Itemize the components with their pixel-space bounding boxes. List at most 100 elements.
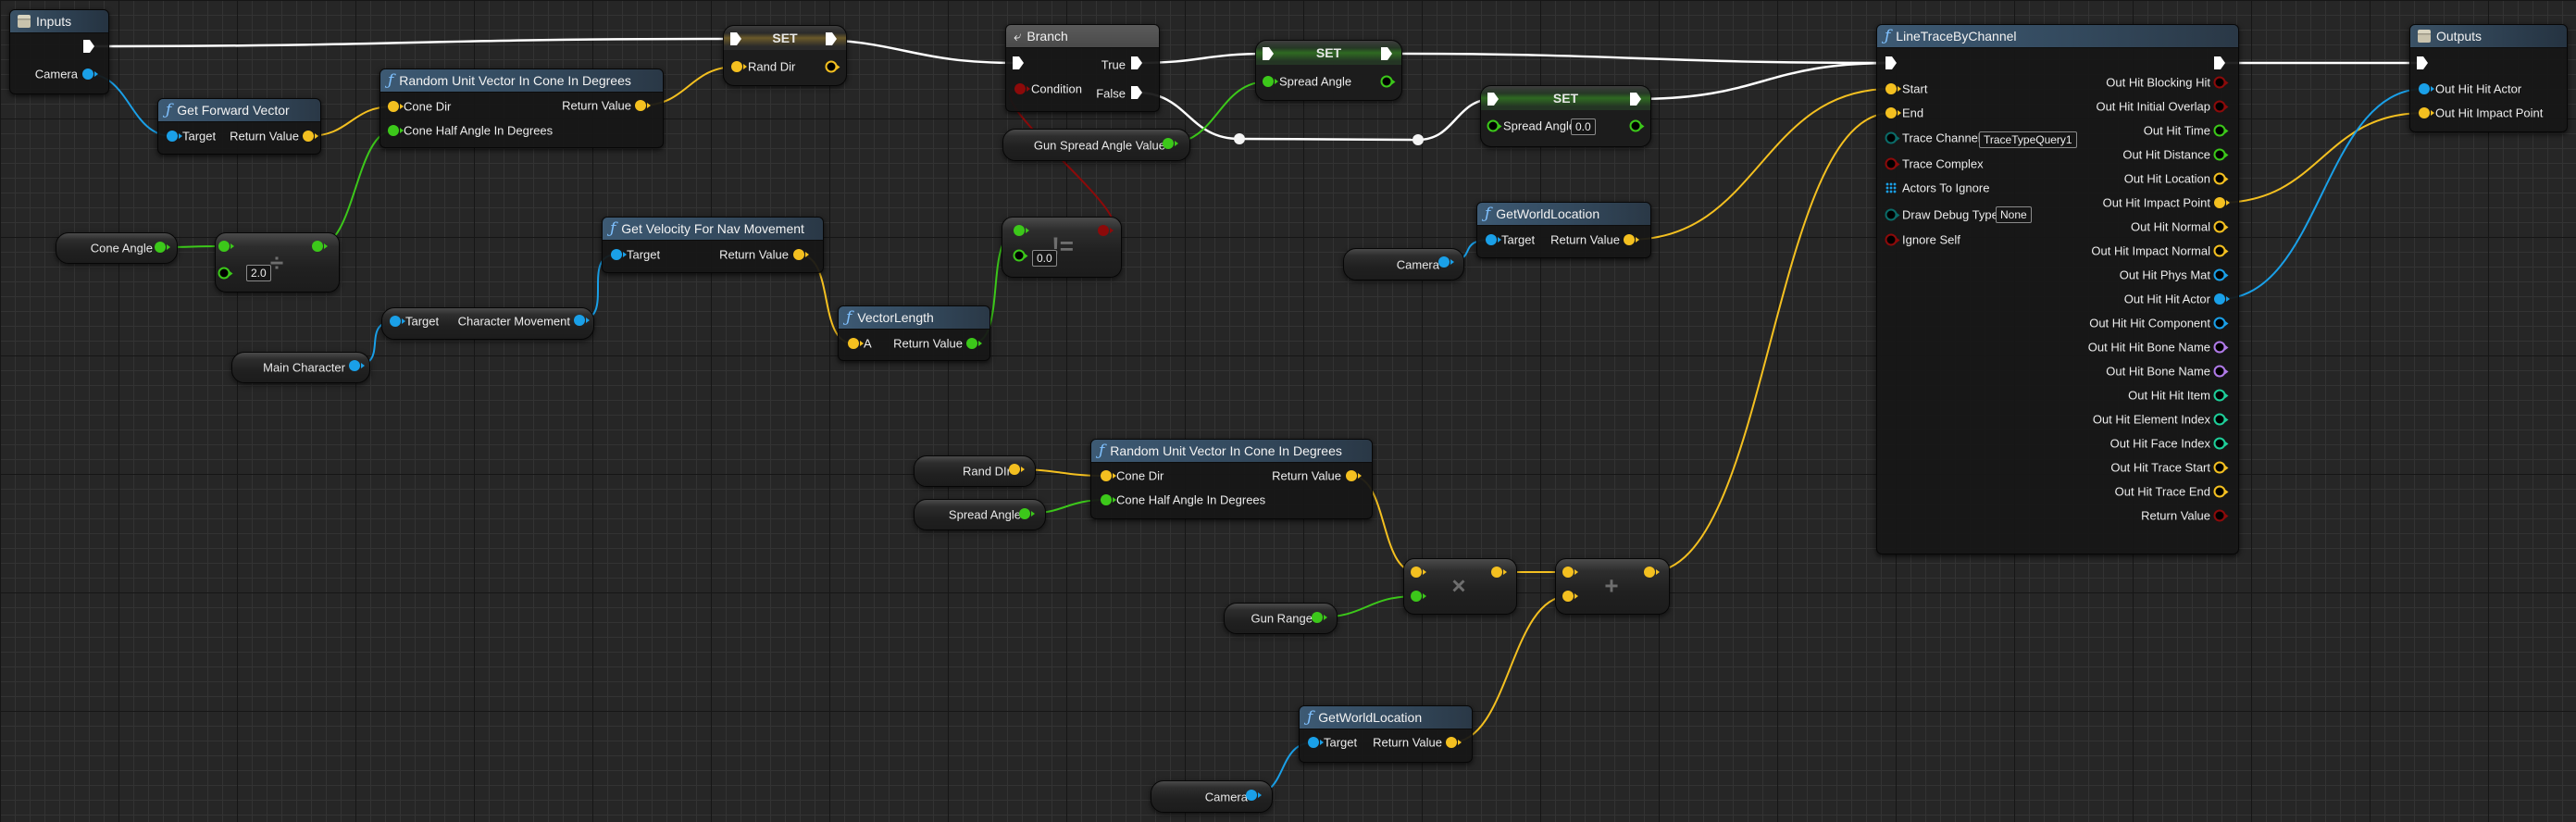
output-pin[interactable]: [2213, 389, 2226, 402]
return-value-pin[interactable]: [966, 338, 977, 349]
divide-b-value[interactable]: 2.0: [246, 265, 271, 281]
spread-angle-out-pin[interactable]: [1629, 119, 1642, 132]
exec-in-pin[interactable]: [1012, 56, 1025, 70]
not-equal-b-value[interactable]: 0.0: [1032, 250, 1057, 267]
output-pin[interactable]: [2213, 76, 2226, 89]
exec-in-pin[interactable]: [2416, 56, 2429, 70]
gun-spread-angle-value-variable[interactable]: Gun Spread Angle Value: [1002, 129, 1190, 161]
return-value-pin[interactable]: [1446, 737, 1457, 748]
rand-dir-pin[interactable]: [1009, 464, 1020, 475]
multiply-node[interactable]: [1403, 558, 1517, 615]
false-exec-pin[interactable]: [1130, 85, 1143, 100]
target-pin[interactable]: [167, 131, 178, 142]
add-b-pin[interactable]: [1562, 591, 1574, 602]
trace-channel-dropdown[interactable]: TraceTypeQuery1: [1979, 131, 2077, 148]
input-pin[interactable]: [1885, 233, 1898, 246]
add-a-pin[interactable]: [1562, 567, 1574, 578]
output-pin[interactable]: [2213, 244, 2226, 257]
character-movement-node[interactable]: [381, 307, 594, 340]
output-pin[interactable]: [2213, 413, 2226, 426]
draw-debug-type-dropdown[interactable]: None: [1996, 206, 2032, 223]
float-wire[interactable]: [317, 130, 394, 247]
set-spread-angle-node[interactable]: SET: [1255, 40, 1402, 101]
camera-pin[interactable]: [1246, 790, 1257, 801]
camera-variable[interactable]: Camera: [1343, 248, 1464, 280]
set-rand-dir-node[interactable]: SET: [723, 25, 847, 86]
main-character-variable[interactable]: Main Character: [231, 352, 370, 383]
gun-range-pin[interactable]: [1312, 612, 1323, 623]
exec-out-pin[interactable]: [825, 31, 838, 46]
output-pin[interactable]: [2213, 148, 2226, 161]
target-pin[interactable]: [611, 249, 622, 260]
cone-dir-pin[interactable]: [388, 101, 399, 112]
not-equal-a-pin[interactable]: [1014, 225, 1025, 236]
true-exec-pin[interactable]: [1130, 56, 1143, 70]
return-value-pin[interactable]: [1346, 470, 1357, 481]
spread-angle-pin[interactable]: [1487, 119, 1500, 132]
multiply-out-pin[interactable]: [1491, 567, 1502, 578]
cone-dir-pin[interactable]: [1101, 470, 1112, 481]
target-pin[interactable]: [1486, 234, 1497, 245]
exec-wire[interactable]: [1238, 137, 1419, 142]
return-value-pin[interactable]: [793, 249, 804, 260]
vector-wire[interactable]: [2219, 112, 2425, 204]
condition-pin[interactable]: [1014, 83, 1026, 94]
output-pin[interactable]: [2213, 437, 2226, 450]
return-value-pin[interactable]: [635, 100, 646, 111]
exec-in-pin[interactable]: [729, 31, 742, 46]
vector-wire[interactable]: [1628, 88, 1892, 241]
out-hit-impact-point-pin[interactable]: [2419, 107, 2430, 118]
reroute-node[interactable]: [1234, 133, 1245, 144]
spread-angle-variable[interactable]: Spread Angle: [914, 499, 1046, 530]
target-pin[interactable]: [390, 316, 401, 327]
exec-wire[interactable]: [1635, 61, 1892, 101]
input-pin[interactable]: [1885, 131, 1898, 144]
exec-wire[interactable]: [88, 37, 735, 48]
output-pin[interactable]: [2213, 268, 2226, 281]
main-character-pin[interactable]: [349, 360, 360, 371]
gun-range-variable[interactable]: Gun Range: [1224, 603, 1338, 634]
character-movement-pin[interactable]: [574, 315, 585, 326]
exec-out-pin[interactable]: [1380, 46, 1393, 61]
output-pin[interactable]: [2213, 124, 2226, 137]
output-pin[interactable]: [2213, 317, 2226, 330]
out-hit-actor-pin[interactable]: [2419, 83, 2430, 94]
object-wire[interactable]: [2219, 88, 2425, 300]
gun-spread-angle-pin[interactable]: [1163, 138, 1174, 149]
not-equal-out-pin[interactable]: [1098, 225, 1109, 236]
input-pin[interactable]: [1885, 208, 1898, 221]
output-pin[interactable]: [2213, 341, 2226, 354]
output-pin[interactable]: [2213, 509, 2226, 522]
camera-pin[interactable]: [1438, 256, 1450, 268]
spread-angle-value[interactable]: 0.0: [1571, 118, 1596, 135]
output-pin[interactable]: [2214, 293, 2225, 305]
divide-out-pin[interactable]: [312, 241, 323, 252]
exec-wire[interactable]: [1386, 52, 1892, 65]
exec-out-pin[interactable]: [82, 39, 95, 54]
cone-angle-pin[interactable]: [155, 242, 166, 253]
rand-dir-pin[interactable]: [731, 61, 742, 72]
spread-angle-pin[interactable]: [1019, 508, 1030, 519]
input-pin[interactable]: [1885, 107, 1897, 118]
not-equal-b-pin[interactable]: [1013, 249, 1026, 262]
divide-b-pin[interactable]: [218, 267, 230, 280]
exec-in-pin[interactable]: [1487, 92, 1500, 106]
cone-angle-variable[interactable]: Cone Angle: [56, 232, 178, 264]
output-pin[interactable]: [2213, 365, 2226, 378]
multiply-a-pin[interactable]: [1411, 567, 1422, 578]
output-pin[interactable]: [2213, 172, 2226, 185]
outputs-node[interactable]: Outputs: [2409, 24, 2568, 132]
vector-wire[interactable]: [1649, 112, 1892, 573]
return-value-pin[interactable]: [303, 131, 314, 142]
exec-out-pin[interactable]: [2213, 56, 2226, 70]
input-pin[interactable]: [1885, 83, 1897, 94]
cone-half-angle-pin[interactable]: [1101, 494, 1112, 505]
set-spread-angle-zero-node[interactable]: SET: [1480, 85, 1651, 147]
return-value-pin[interactable]: [1624, 234, 1635, 245]
target-pin[interactable]: [1308, 737, 1319, 748]
